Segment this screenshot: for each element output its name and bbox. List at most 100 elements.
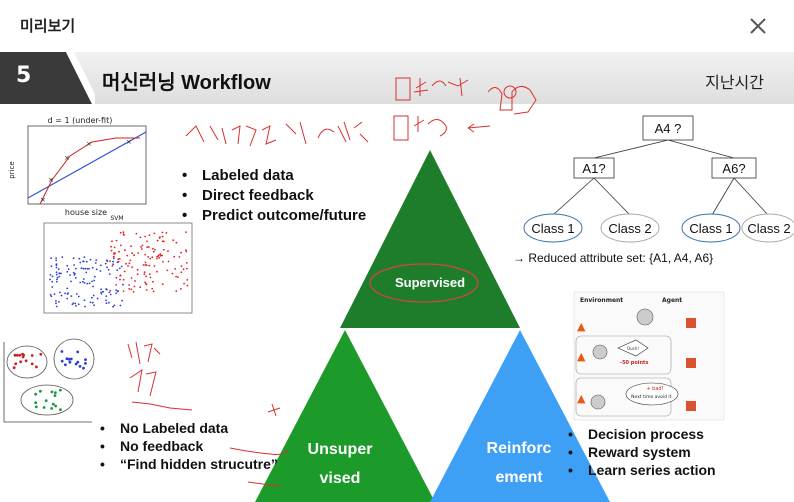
- svm-point: [113, 246, 116, 249]
- svm-point: [85, 260, 88, 263]
- slide-title: 머신러닝 Workflow: [102, 72, 271, 94]
- svm-point: [141, 244, 144, 247]
- svm-point: [55, 263, 58, 265]
- cluster-point: [15, 353, 19, 357]
- svm-point: [55, 273, 58, 276]
- svm-point: [66, 287, 69, 290]
- cluster-point: [60, 359, 64, 363]
- svm-point: [108, 291, 111, 294]
- svm-point: [118, 257, 121, 260]
- flame-icon-1: ▲: [577, 320, 586, 333]
- svm-point: [83, 299, 86, 302]
- svm-point: [66, 264, 69, 267]
- svm-point: [137, 252, 140, 254]
- tree-leaf-1: [523, 213, 583, 243]
- svm-point: [95, 259, 98, 261]
- svm-point: [86, 267, 89, 270]
- svm-point: [55, 302, 57, 305]
- svm-point: [119, 278, 121, 281]
- svm-point: [175, 290, 178, 292]
- svg-text:×: ×: [64, 154, 70, 162]
- svm-point: [84, 305, 86, 308]
- rl-agent-label: Agent: [662, 297, 682, 304]
- svm-point: [120, 244, 122, 247]
- rl-environment-label: Environment: [580, 297, 623, 304]
- svm-point: [102, 290, 104, 293]
- cluster-point: [67, 357, 71, 361]
- svm-point: [120, 265, 123, 268]
- svm-point: [59, 291, 61, 294]
- cluster-point: [76, 350, 80, 354]
- unsupervised-bullet-3: “Find hidden strucutre”: [98, 455, 278, 473]
- svm-point: [53, 293, 56, 295]
- svg-text:×: ×: [126, 138, 132, 146]
- svm-point: [86, 282, 89, 285]
- svm-point: [145, 282, 147, 285]
- cluster-point: [18, 353, 22, 357]
- cluster-point: [76, 360, 80, 364]
- svm-point: [95, 268, 98, 271]
- svm-point: [77, 303, 80, 306]
- unsupervised-bullet-2: No feedback: [98, 437, 278, 455]
- svm-point: [78, 257, 81, 260]
- svm-point: [49, 274, 52, 276]
- unsupervised-triangle: [255, 330, 435, 502]
- slide-number-badge: [0, 52, 95, 104]
- svm-point: [180, 271, 183, 274]
- svm-point: [113, 304, 116, 307]
- tree-leaf-2: [600, 213, 660, 243]
- svm-point: [75, 305, 77, 307]
- svm-point: [177, 276, 179, 278]
- slide-banner: 5 머신러닝 Workflow 지난시간: [0, 52, 794, 104]
- svg-text:Class 1: Class 1: [689, 221, 732, 236]
- svm-point: [91, 280, 93, 283]
- cluster-point: [34, 392, 38, 396]
- cluster-point: [78, 365, 82, 368]
- reinforcement-bullets: Decision process Reward system Learn ser…: [566, 425, 716, 479]
- reinforcement-label-1: Reinforc: [487, 440, 552, 457]
- svm-point: [82, 260, 84, 263]
- svm-point: [122, 231, 125, 234]
- svm-point: [151, 287, 154, 290]
- svg-text:×: ×: [86, 140, 92, 148]
- svm-point: [79, 281, 82, 284]
- svm-point: [175, 275, 178, 278]
- bucket-icon-1: [686, 318, 696, 328]
- svm-point: [108, 273, 111, 275]
- svm-point: [116, 269, 119, 272]
- reduced-attribute-text: → Reduced attribute set: {A1, A4, A6}: [513, 251, 714, 265]
- svm-point: [171, 272, 174, 275]
- svm-point: [57, 268, 60, 271]
- svm-point: [60, 294, 63, 297]
- svm-point: [156, 270, 158, 273]
- svm-point: [132, 291, 135, 293]
- svm-point: [105, 302, 108, 305]
- tree-leaf-4: [741, 213, 794, 243]
- svm-point: [156, 239, 159, 242]
- svm-point: [72, 271, 75, 274]
- svm-point: [117, 258, 120, 261]
- svg-text:A1?: A1?: [582, 161, 605, 176]
- svm-point: [115, 239, 118, 242]
- svm-point: [128, 284, 131, 286]
- svm-point: [85, 271, 88, 274]
- svm-point: [75, 293, 78, 295]
- cluster-point: [84, 358, 87, 361]
- svm-point: [93, 304, 95, 307]
- svm-point: [61, 256, 64, 258]
- cluster-point: [19, 360, 23, 364]
- svm-point: [145, 275, 148, 278]
- robot-icon-1: [636, 308, 654, 326]
- cluster-point: [69, 357, 73, 361]
- svm-point: [50, 257, 52, 260]
- svm-point: [144, 253, 147, 256]
- svm-point: [82, 280, 84, 283]
- svm-point: [93, 279, 95, 282]
- svm-point: [51, 275, 54, 278]
- svm-point: [109, 293, 112, 296]
- svm-point: [55, 305, 58, 308]
- cluster-point: [54, 404, 57, 408]
- svm-point: [166, 269, 169, 272]
- supervised-circle-annotation: [369, 263, 479, 303]
- close-button[interactable]: [744, 12, 772, 40]
